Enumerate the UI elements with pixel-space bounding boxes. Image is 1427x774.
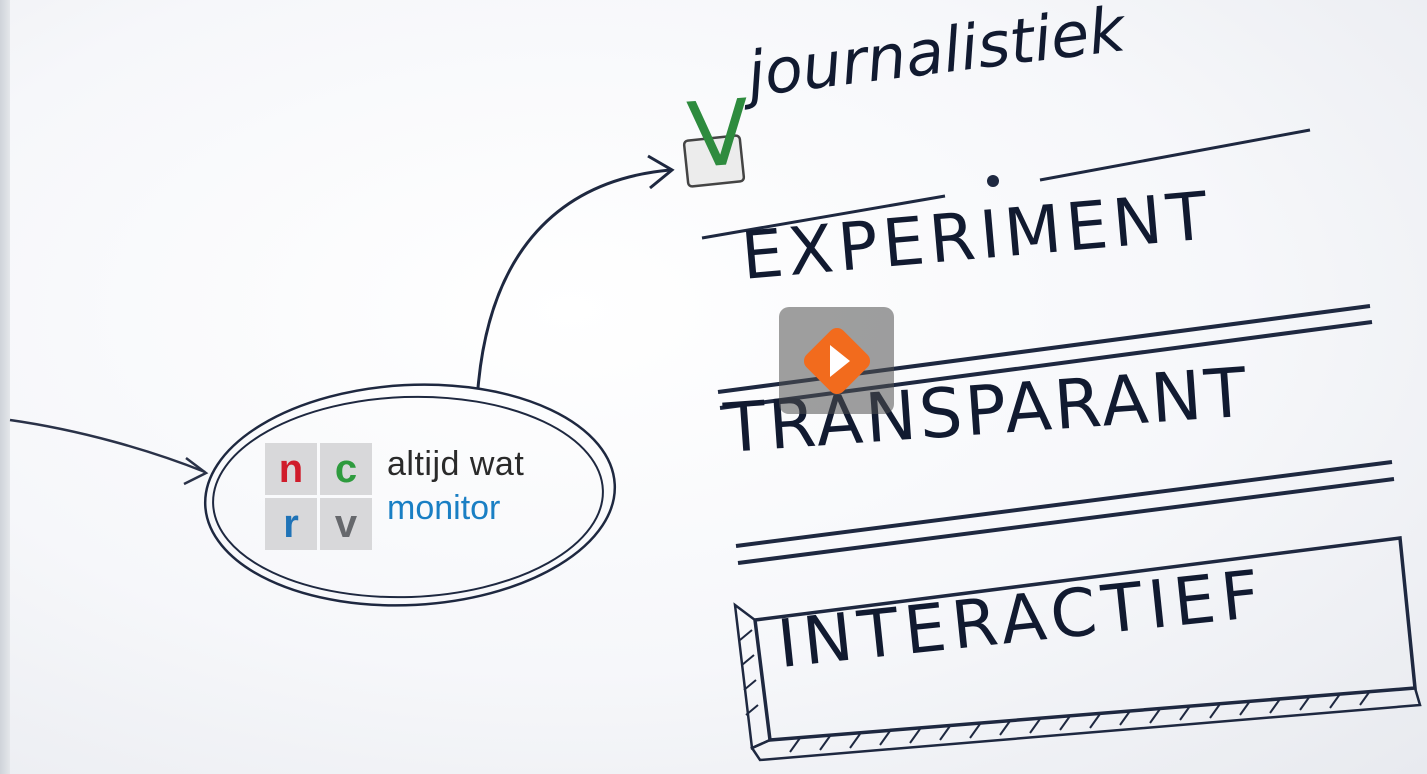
box-hatching (739, 629, 1371, 753)
green-v-letter: V (684, 79, 754, 190)
box-side (733, 602, 772, 750)
play-button[interactable] (779, 307, 894, 414)
checkbox-sketch (682, 134, 746, 188)
logo-tile-v: v (320, 498, 372, 550)
logo-ellipse-outer (203, 383, 617, 607)
left-edge (0, 0, 10, 774)
logo-tile-n: n (265, 443, 317, 495)
transparant-line-2 (737, 477, 1395, 565)
play-icon (803, 327, 870, 394)
upward-arrowhead (647, 154, 675, 190)
incoming-arrow (9, 418, 206, 474)
dot (987, 175, 999, 187)
logo-tile-r: r (265, 498, 317, 550)
upward-arrow (476, 168, 671, 389)
underline-left (701, 194, 946, 240)
underline-right (1039, 128, 1311, 182)
logo-tile-c: c (320, 443, 372, 495)
box-bottom (750, 686, 1422, 762)
ncrv-logo: n c r v altijd wat monitor (265, 443, 585, 563)
logo-text-altijd-wat: altijd wat (387, 445, 525, 483)
incoming-arrowhead (183, 457, 209, 486)
transparant-line-1 (735, 460, 1393, 548)
logo-text-monitor: monitor (387, 489, 501, 527)
logo-ellipse-inner (212, 395, 604, 599)
